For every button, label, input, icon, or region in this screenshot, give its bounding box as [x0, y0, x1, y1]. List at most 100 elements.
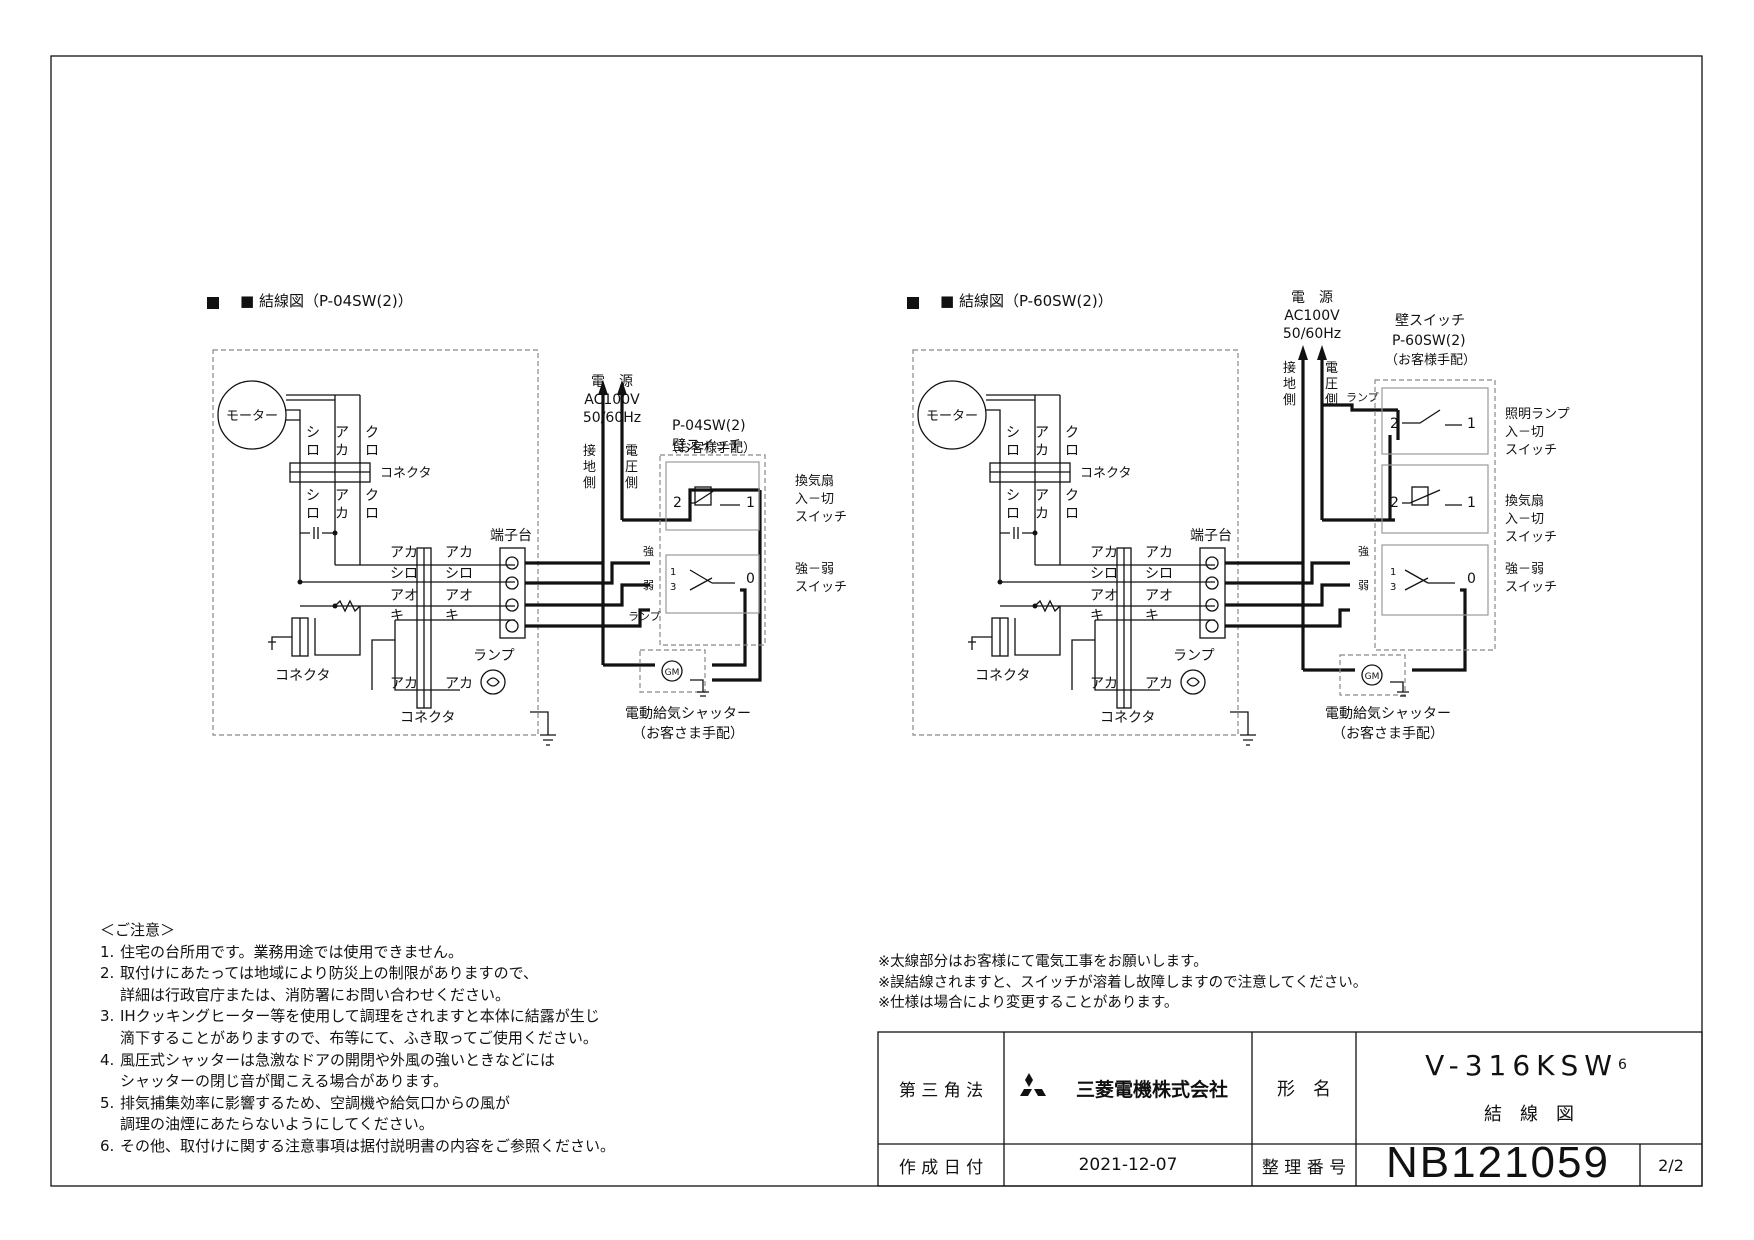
shutter-box-right — [1339, 654, 1406, 696]
power-lines-left — [601, 395, 624, 600]
r-lbl-ki-l: キ — [1090, 608, 1104, 624]
shutter-earth-left — [690, 679, 709, 697]
unit-box-left — [212, 349, 539, 736]
drawing-number: NB121059 — [1386, 1138, 1610, 1187]
lbl-ki-l: キ — [390, 608, 404, 624]
note-item: 5.排気捕集効率に影響するため、空調機や給気口からの風が調理の油煙にあたらないよ… — [100, 1093, 880, 1136]
r-fan-switch-label-1: 換気扇 — [1505, 493, 1544, 509]
terminal-1-left — [505, 556, 519, 570]
lbl-aka-r: アカ — [445, 545, 473, 561]
shutter-label-2-right: （お客さま手配） — [1332, 725, 1444, 742]
r-fan-switch-label-3: スイッチ — [1505, 530, 1557, 545]
ground-side-1: 接 — [583, 443, 596, 459]
date-label: 作 成 日 付 — [898, 1157, 984, 1178]
wire-ro2: ロ — [365, 443, 379, 459]
unit-box-right — [912, 349, 1239, 736]
switch-title-3-left: （お客様手配） — [665, 440, 756, 456]
r-lamp-wire-top: ランプ — [1346, 391, 1379, 404]
earth-left — [530, 711, 556, 746]
speed-sw-1-right: 1 — [1390, 567, 1396, 578]
junction-left-b — [332, 530, 338, 536]
terminal-3-right — [1205, 598, 1219, 612]
power-freq-left: 50/60Hz — [583, 410, 641, 426]
terminal-3-left — [505, 598, 519, 612]
fan-switch-label-3: スイッチ — [795, 510, 847, 525]
motor-lead-tops-left — [286, 394, 360, 401]
speed-sw-1-left: 1 — [670, 567, 676, 578]
wire-shi: シ — [306, 425, 320, 441]
wire-ka: カ — [335, 443, 349, 459]
creation-date: 2021-12-07 — [1078, 1155, 1178, 1175]
shutter-earth-right — [1390, 681, 1409, 697]
notes-heading: ＜ご注意＞ — [100, 921, 176, 939]
r-speed-switch-label-2: スイッチ — [1505, 580, 1557, 595]
internal-wires-right — [1000, 564, 1215, 621]
cap2-right — [968, 636, 992, 650]
switch-box-right — [1374, 379, 1496, 651]
fan-sw-1-left: 1 — [746, 495, 755, 511]
wiring-diagram-right: ■ 結線図（P-60SW(2)） モーター コネクタ シ ロ ア カ ク ロ シ… — [907, 290, 1570, 746]
weak-label-left: 弱 — [643, 579, 654, 592]
speed-sw-3-right: 3 — [1390, 582, 1396, 593]
gm-label-right: GM — [1365, 672, 1380, 682]
r-lbl-ki-r: キ — [1145, 608, 1159, 624]
note-line: 排気捕集効率に影響するため、空調機や給気口からの風が — [120, 1093, 511, 1112]
connector-label-right: コネクタ — [1080, 466, 1131, 481]
fan-sw-1-right: 1 — [1467, 495, 1476, 511]
lbl-shiro-r: シロ — [445, 566, 473, 582]
wire-ro-b: ロ — [306, 506, 320, 522]
connector-label-left: コネクタ — [380, 466, 431, 481]
diagram-left-title: ■ 結線図（P-04SW(2)） — [240, 292, 413, 310]
lbl-aka-l: アカ — [390, 545, 418, 561]
earth-right — [1230, 711, 1256, 746]
wire-a-b: ア — [335, 488, 349, 504]
fan-switch-box-left — [665, 461, 760, 531]
field-wiring-right — [1225, 403, 1467, 672]
note-number: 6. — [100, 1136, 115, 1155]
weak-label-right: 弱 — [1358, 579, 1369, 592]
strong-label-right: 強 — [1358, 545, 1369, 558]
note-number: 4. — [100, 1050, 115, 1069]
light-switch-label-1: 照明ランプ — [1505, 407, 1570, 422]
switch-title-2-right: P-60SW(2) — [1392, 333, 1466, 349]
lamp-wire-label-left: ランプ — [628, 610, 661, 623]
wire-ro: ロ — [306, 443, 320, 459]
power-voltage-left: AC100V — [584, 392, 640, 408]
switch-title-1-left: 壁スイッチ — [672, 438, 742, 454]
r-lbl-aka-l: アカ — [1090, 545, 1118, 561]
junction-left-a — [297, 579, 303, 585]
light-switch-label-2: 入－切 — [1505, 425, 1544, 440]
title-block-border — [877, 1031, 1703, 1187]
junction-right-b — [1032, 530, 1038, 536]
gm-icon-left — [661, 660, 683, 682]
lamp-filament-right — [1186, 677, 1200, 687]
r-wire-ro: ロ — [1006, 443, 1020, 459]
fan-sw-2-right: 2 — [1390, 495, 1399, 511]
wire-ro2-b: ロ — [365, 506, 379, 522]
lbl-shiro-l: シロ — [390, 566, 418, 582]
company-name: 三菱電機株式会社 — [1075, 1078, 1228, 1101]
r-wire-ro2-b: ロ — [1065, 506, 1079, 522]
connector3-label-left: コネクタ — [400, 710, 455, 726]
motor-leads-right — [986, 394, 1061, 580]
power-arrows-right — [1298, 345, 1327, 360]
light-switch-label-3: スイッチ — [1505, 443, 1557, 458]
fan-switch-box-right — [1381, 464, 1489, 534]
resistor-left — [314, 599, 361, 656]
shutter-label-2-left: （お客さま手配） — [632, 725, 744, 742]
voltage-side-1: 電 — [625, 444, 638, 459]
remark-item: ※太線部分はお客様にて電気工事をお願いします。 — [878, 954, 1208, 970]
note-number: 2. — [100, 964, 115, 983]
capacitor-left — [300, 527, 335, 539]
fan-switch-label-2: 入－切 — [795, 492, 834, 507]
field-wiring-left — [525, 488, 762, 682]
speed-sw-3-left: 3 — [670, 582, 676, 593]
gm-icon-right — [1361, 664, 1383, 686]
power-title-right: 電 源 — [1291, 290, 1333, 306]
note-line: 風圧式シャッターは急激なドアの開閉や外風の強いときなどには — [120, 1050, 556, 1069]
note-line: IHクッキングヒーター等を使用して調理をされますと本体に結露が生じ — [120, 1007, 600, 1026]
lamp-icon-right — [1180, 669, 1206, 695]
remark-item: ※誤結線されますと、スイッチが溶着し故障しますので注意してください。 — [878, 974, 1368, 991]
capacitor-right — [1000, 527, 1035, 539]
